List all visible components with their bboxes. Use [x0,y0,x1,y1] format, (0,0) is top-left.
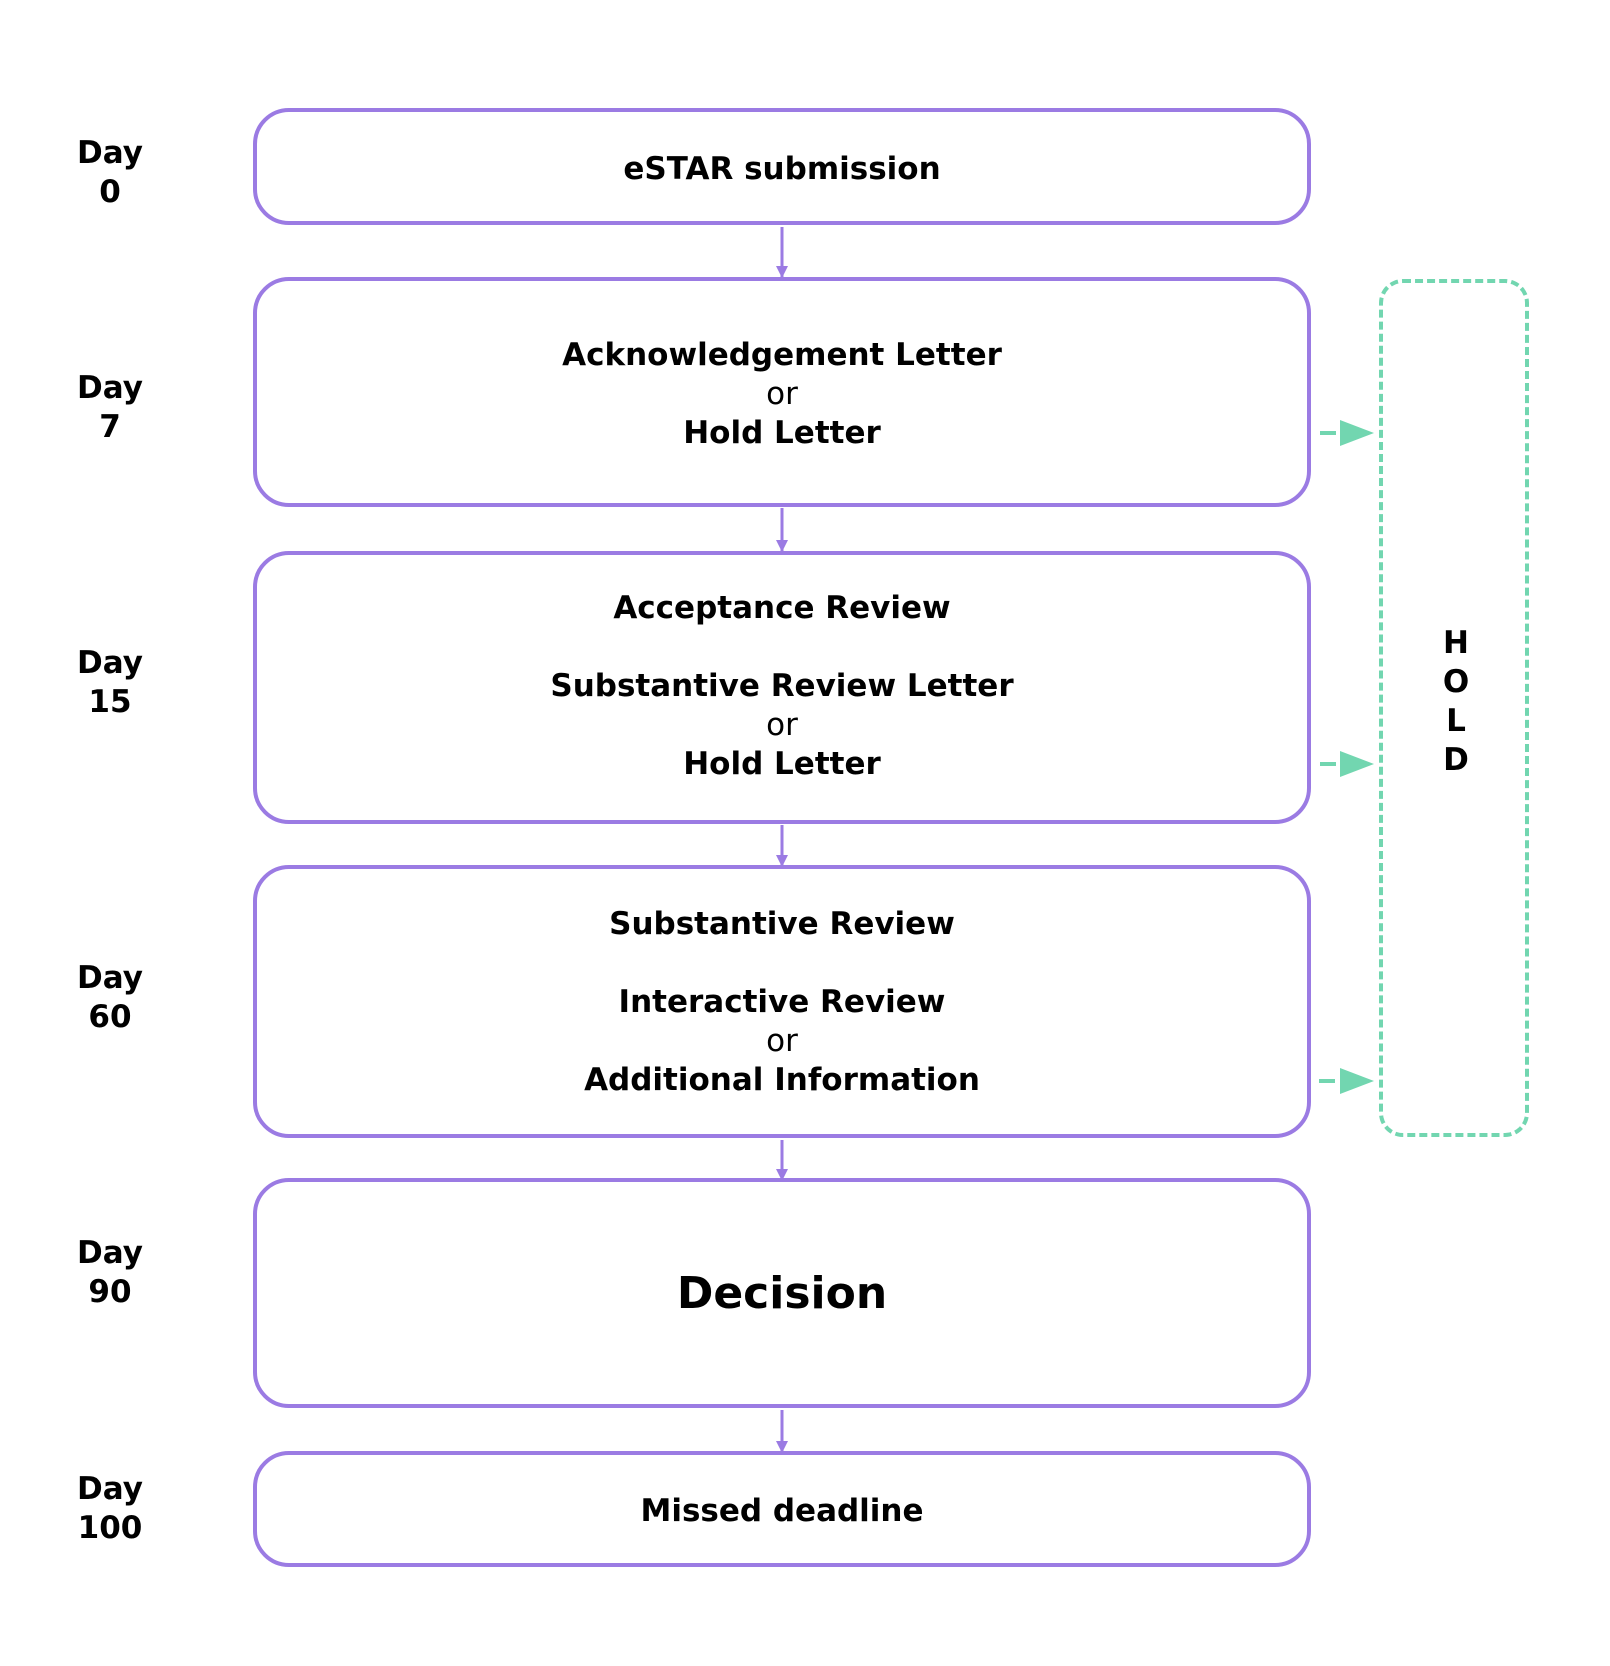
day-number: 7 [99,409,121,445]
hold-letter: D [1443,742,1469,778]
hold-box [1379,279,1529,1137]
acknowledgement-letter-label: Acknowledgement Letter [562,337,1002,373]
decision-label: Decision [676,1268,888,1319]
interactive-review-label: Interactive Review [618,984,946,1020]
day-number: 90 [88,1274,132,1310]
day-label-100: Day 100 [70,1470,150,1548]
day-word: Day [77,1471,143,1507]
day-word: Day [77,960,143,996]
day-word: Day [77,645,143,681]
day-label-0: Day 0 [70,134,150,212]
day-label-7: Day 7 [70,369,150,447]
decision-box: Decision [253,1178,1311,1408]
additional-information-label: Additional Information [584,1062,980,1098]
substantive-review-letter-label: Substantive Review Letter [550,668,1014,704]
day-label-15: Day 15 [70,644,150,722]
missed-deadline-label: Missed deadline [640,1493,924,1529]
hold-letter: L [1446,703,1466,739]
hold-letter: H [1443,625,1469,661]
day-word: Day [77,1235,143,1271]
day-number: 15 [88,684,132,720]
hold-letter: O [1442,664,1470,700]
day-number: 0 [99,174,121,210]
substantive-review-box: Substantive Review Interactive Review or… [253,865,1311,1138]
acceptance-review-label: Acceptance Review [613,590,951,626]
or-label: or [766,707,798,743]
day-word: Day [77,135,143,171]
hold-letter-label: Hold Letter [683,415,881,451]
acknowledgement-box: Acknowledgement Letter or Hold Letter [253,277,1311,507]
day-label-90: Day 90 [70,1234,150,1312]
or-label: or [766,376,798,412]
substantive-review-label: Substantive Review [609,906,955,942]
or-label: or [766,1023,798,1059]
estar-submission-box: eSTAR submission [253,108,1311,225]
estar-submission-label: eSTAR submission [623,151,941,187]
missed-deadline-box: Missed deadline [253,1451,1311,1567]
day-number: 60 [88,999,132,1035]
hold-letter-label: Hold Letter [683,746,881,782]
day-label-60: Day 60 [70,959,150,1037]
day-number: 100 [77,1510,143,1546]
hold-label: H O L D [1429,624,1483,780]
acceptance-review-box: Acceptance Review Substantive Review Let… [253,551,1311,824]
day-word: Day [77,370,143,406]
